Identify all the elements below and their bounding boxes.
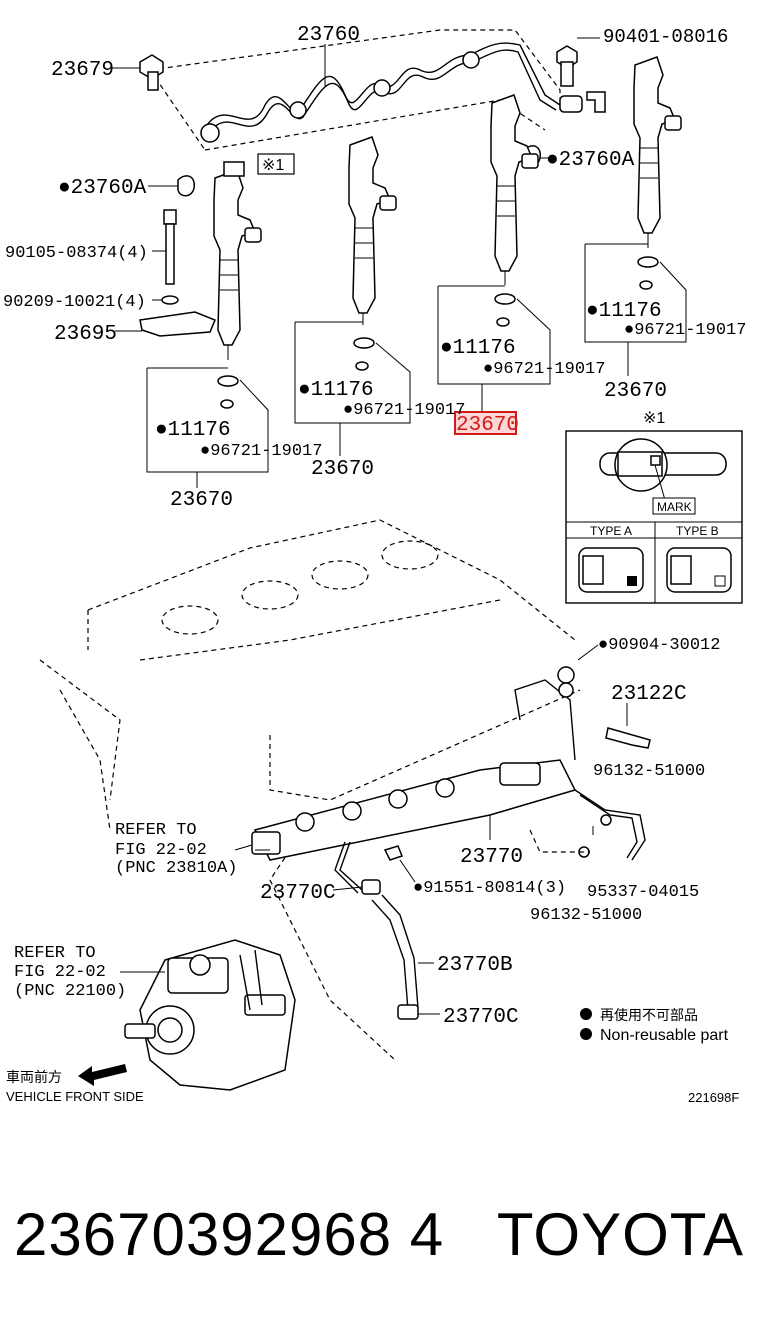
label-96721-group4: ●96721-19017 bbox=[624, 321, 746, 340]
label-90105-08374: 90105-08374(4) bbox=[5, 244, 148, 263]
label-23670-group1: 23670 bbox=[170, 489, 233, 512]
return-hose-23770b bbox=[371, 894, 440, 1020]
brand-name: TOYOTA bbox=[496, 1201, 744, 1268]
refer-1-line3: (PNC 23810A) bbox=[115, 859, 237, 878]
label-11176-group1: ●11176 bbox=[155, 419, 231, 442]
legend-dot-2 bbox=[580, 1028, 592, 1040]
label-23670-highlighted: 23670 bbox=[456, 414, 519, 437]
legend-jp: 再使用不可部品 bbox=[600, 1007, 698, 1023]
injector-4 bbox=[633, 56, 682, 248]
bolt-90401 bbox=[556, 37, 606, 113]
label-95337-04015: 95337-04015 bbox=[587, 883, 699, 902]
direction-en: VEHICLE FRONT SIDE bbox=[6, 1089, 144, 1104]
bolt-23679 bbox=[112, 54, 164, 91]
detail-mark-label: MARK bbox=[657, 500, 692, 514]
label-23695: 23695 bbox=[54, 323, 117, 346]
footer: 23670392968 4 TOYOTA bbox=[0, 1185, 760, 1295]
label-23770c-a: 23770C bbox=[260, 882, 336, 905]
label-23122c: 23122C bbox=[611, 683, 687, 706]
label-90401-08016: 90401-08016 bbox=[603, 26, 728, 48]
label-11176-group3: ●11176 bbox=[440, 337, 516, 360]
parts-diagram: 23760 23679 90401-08016 ●23760A ●23760A … bbox=[3, 24, 746, 1105]
label-23760a-left: ●23760A bbox=[58, 177, 147, 200]
highlighted-part-box bbox=[454, 411, 517, 435]
label-23670-group4: 23670 bbox=[604, 380, 667, 403]
legend-dot-1 bbox=[580, 1008, 592, 1020]
figure-id: 221698F bbox=[688, 1090, 739, 1105]
label-mark-ref: ※1 bbox=[262, 157, 284, 174]
label-96132-51000-a: 96132-51000 bbox=[593, 762, 705, 781]
label-96721-group1: ●96721-19017 bbox=[200, 442, 322, 461]
clamp-parts bbox=[115, 209, 216, 337]
label-23760: 23760 bbox=[297, 24, 360, 47]
injector-seal-groups bbox=[146, 243, 687, 488]
injector-2 bbox=[348, 136, 397, 325]
injector-3 bbox=[490, 94, 539, 285]
refer-1-line1: REFER TO bbox=[115, 821, 197, 840]
engine-outline bbox=[39, 519, 581, 1061]
label-23670-group2: 23670 bbox=[311, 458, 374, 481]
label-96132-51000-b: 96132-51000 bbox=[530, 906, 642, 925]
label-23770c-b: 23770C bbox=[443, 1006, 519, 1029]
front-direction-arrow bbox=[78, 1064, 127, 1086]
common-rail-23770 bbox=[251, 644, 651, 895]
label-90209-10021: 90209-10021(4) bbox=[3, 293, 146, 312]
refer-1-line2: FIG 22-02 bbox=[115, 841, 207, 860]
label-11176-group4: ●11176 bbox=[586, 300, 662, 323]
refer-2-line3: (PNC 22100) bbox=[14, 982, 126, 1001]
label-23770b: 23770B bbox=[437, 954, 513, 977]
label-90904-30012: ●90904-30012 bbox=[598, 636, 720, 655]
fuel-pipe-23760 bbox=[149, 29, 583, 151]
injector-1 bbox=[213, 153, 295, 360]
detail-type-b: TYPE B bbox=[676, 524, 719, 538]
label-96721-group3: ●96721-19017 bbox=[483, 360, 605, 379]
label-23760a-right: ●23760A bbox=[546, 149, 635, 172]
refer-2-line2: FIG 22-02 bbox=[14, 963, 106, 982]
label-11176-group2: ●11176 bbox=[298, 379, 374, 402]
detail-box bbox=[565, 430, 743, 604]
refer-2-line1: REFER TO bbox=[14, 944, 96, 963]
detail-title: ※1 bbox=[643, 410, 665, 427]
leader-lines bbox=[148, 44, 556, 891]
legend-en: Non-reusable part bbox=[600, 1027, 729, 1044]
label-23770: 23770 bbox=[460, 846, 523, 869]
label-96721-group2: ●96721-19017 bbox=[343, 401, 465, 420]
label-91551-80814: ●91551-80814(3) bbox=[413, 879, 566, 898]
part-number: 23670392968 4 bbox=[14, 1201, 445, 1268]
supply-pump bbox=[120, 939, 296, 1091]
label-23679: 23679 bbox=[51, 59, 114, 82]
direction-jp: 車両前方 bbox=[6, 1069, 62, 1085]
detail-type-a: TYPE A bbox=[590, 524, 632, 538]
